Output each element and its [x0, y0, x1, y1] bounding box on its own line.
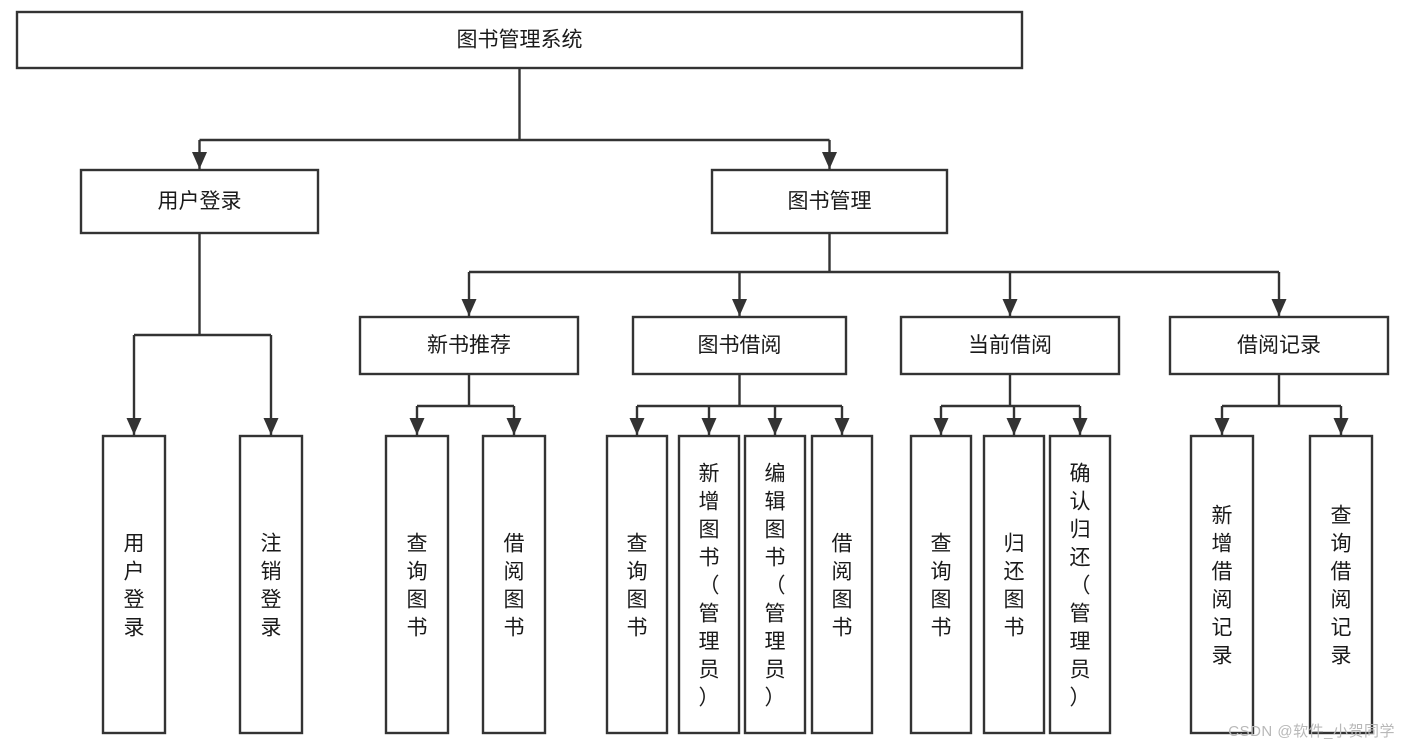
node-box	[909, 434, 973, 735]
node-box	[384, 434, 450, 735]
node-leaf-query-book-borrow[interactable]: 查询图书	[605, 434, 669, 735]
node-user-login[interactable]: 用户登录	[79, 168, 320, 235]
node-new-book-rec[interactable]: 新书推荐	[358, 315, 580, 376]
node-leaf-add-book[interactable]: 新增图书（管理员）	[677, 434, 741, 735]
node-box	[79, 168, 320, 235]
edge-arrowhead	[409, 418, 425, 435]
node-leaf-query-book-rec[interactable]: 查询图书	[384, 434, 450, 735]
node-box	[899, 315, 1121, 376]
edge-arrowhead	[701, 418, 717, 435]
edge-arrowhead	[629, 418, 645, 435]
node-box	[982, 434, 1046, 735]
edge-arrowhead	[461, 299, 477, 316]
node-box	[15, 10, 1024, 70]
node-label: 当前借阅	[968, 334, 1052, 357]
node-box	[710, 168, 949, 235]
edge-arrowhead	[1072, 418, 1088, 435]
edge-arrowhead	[506, 418, 522, 435]
node-book-manage[interactable]: 图书管理	[710, 168, 949, 235]
node-label: 新增借阅记录	[1212, 504, 1233, 667]
node-label: 用户登录	[124, 532, 145, 639]
node-label: 图书管理	[788, 190, 872, 213]
node-box	[605, 434, 669, 735]
node-label: 新增图书（管理员）	[699, 462, 720, 709]
node-leaf-borrow-book-rec[interactable]: 借阅图书	[481, 434, 547, 735]
edge-arrowhead	[1006, 418, 1022, 435]
edge-arrowhead	[126, 418, 142, 435]
nodes-layer: 图书管理系统用户登录图书管理新书推荐图书借阅当前借阅借阅记录用户登录注销登录查询…	[15, 10, 1390, 735]
node-label: 借阅图书	[504, 532, 525, 639]
node-label: 归还图书	[1004, 532, 1025, 639]
edge-arrowhead	[1214, 418, 1230, 435]
node-label: 借阅记录	[1237, 334, 1321, 357]
edges-layer	[126, 68, 1349, 435]
edge-arrowhead	[1333, 418, 1349, 435]
node-box	[1168, 315, 1390, 376]
node-box	[481, 434, 547, 735]
node-leaf-query-record[interactable]: 查询借阅记录	[1308, 434, 1374, 735]
node-leaf-edit-book[interactable]: 编辑图书（管理员）	[743, 434, 807, 735]
edge-arrowhead	[732, 299, 747, 316]
edge-arrowhead	[192, 152, 207, 169]
node-box	[677, 434, 741, 735]
edge-arrowhead	[933, 418, 949, 435]
node-label: 借阅图书	[832, 532, 853, 639]
edge-arrowhead	[1271, 299, 1287, 316]
node-label: 查询图书	[407, 532, 428, 639]
node-leaf-logout[interactable]: 注销登录	[238, 434, 304, 735]
node-box	[101, 434, 167, 735]
node-root[interactable]: 图书管理系统	[15, 10, 1024, 70]
node-label: 图书借阅	[698, 334, 782, 357]
node-box	[631, 315, 848, 376]
edge-arrowhead	[822, 152, 837, 169]
node-box	[1048, 434, 1112, 735]
node-leaf-borrow-book[interactable]: 借阅图书	[810, 434, 874, 735]
node-box	[1189, 434, 1255, 735]
node-box	[358, 315, 580, 376]
node-label: 查询图书	[627, 532, 648, 639]
node-label: 新书推荐	[427, 334, 511, 357]
node-box	[810, 434, 874, 735]
node-current-borrow[interactable]: 当前借阅	[899, 315, 1121, 376]
node-book-borrow[interactable]: 图书借阅	[631, 315, 848, 376]
node-label: 查询图书	[931, 532, 952, 639]
node-leaf-confirm-return[interactable]: 确认归还（管理员）	[1048, 434, 1112, 735]
node-borrow-record[interactable]: 借阅记录	[1168, 315, 1390, 376]
node-leaf-return-book[interactable]: 归还图书	[982, 434, 1046, 735]
node-leaf-query-book-cur[interactable]: 查询图书	[909, 434, 973, 735]
edge-arrowhead	[263, 418, 279, 435]
node-label: 图书管理系统	[457, 29, 583, 52]
node-label: 查询借阅记录	[1331, 504, 1352, 667]
node-box	[238, 434, 304, 735]
node-box	[743, 434, 807, 735]
node-label: 确认归还（管理员）	[1070, 462, 1091, 709]
node-label: 编辑图书（管理员）	[765, 462, 786, 709]
node-label: 用户登录	[158, 190, 242, 213]
node-box	[1308, 434, 1374, 735]
node-leaf-user-login[interactable]: 用户登录	[101, 434, 167, 735]
edge-arrowhead	[834, 418, 850, 435]
edge-arrowhead	[1002, 299, 1018, 316]
node-label: 注销登录	[261, 532, 282, 639]
node-leaf-add-record[interactable]: 新增借阅记录	[1189, 434, 1255, 735]
edge-arrowhead	[767, 418, 783, 435]
